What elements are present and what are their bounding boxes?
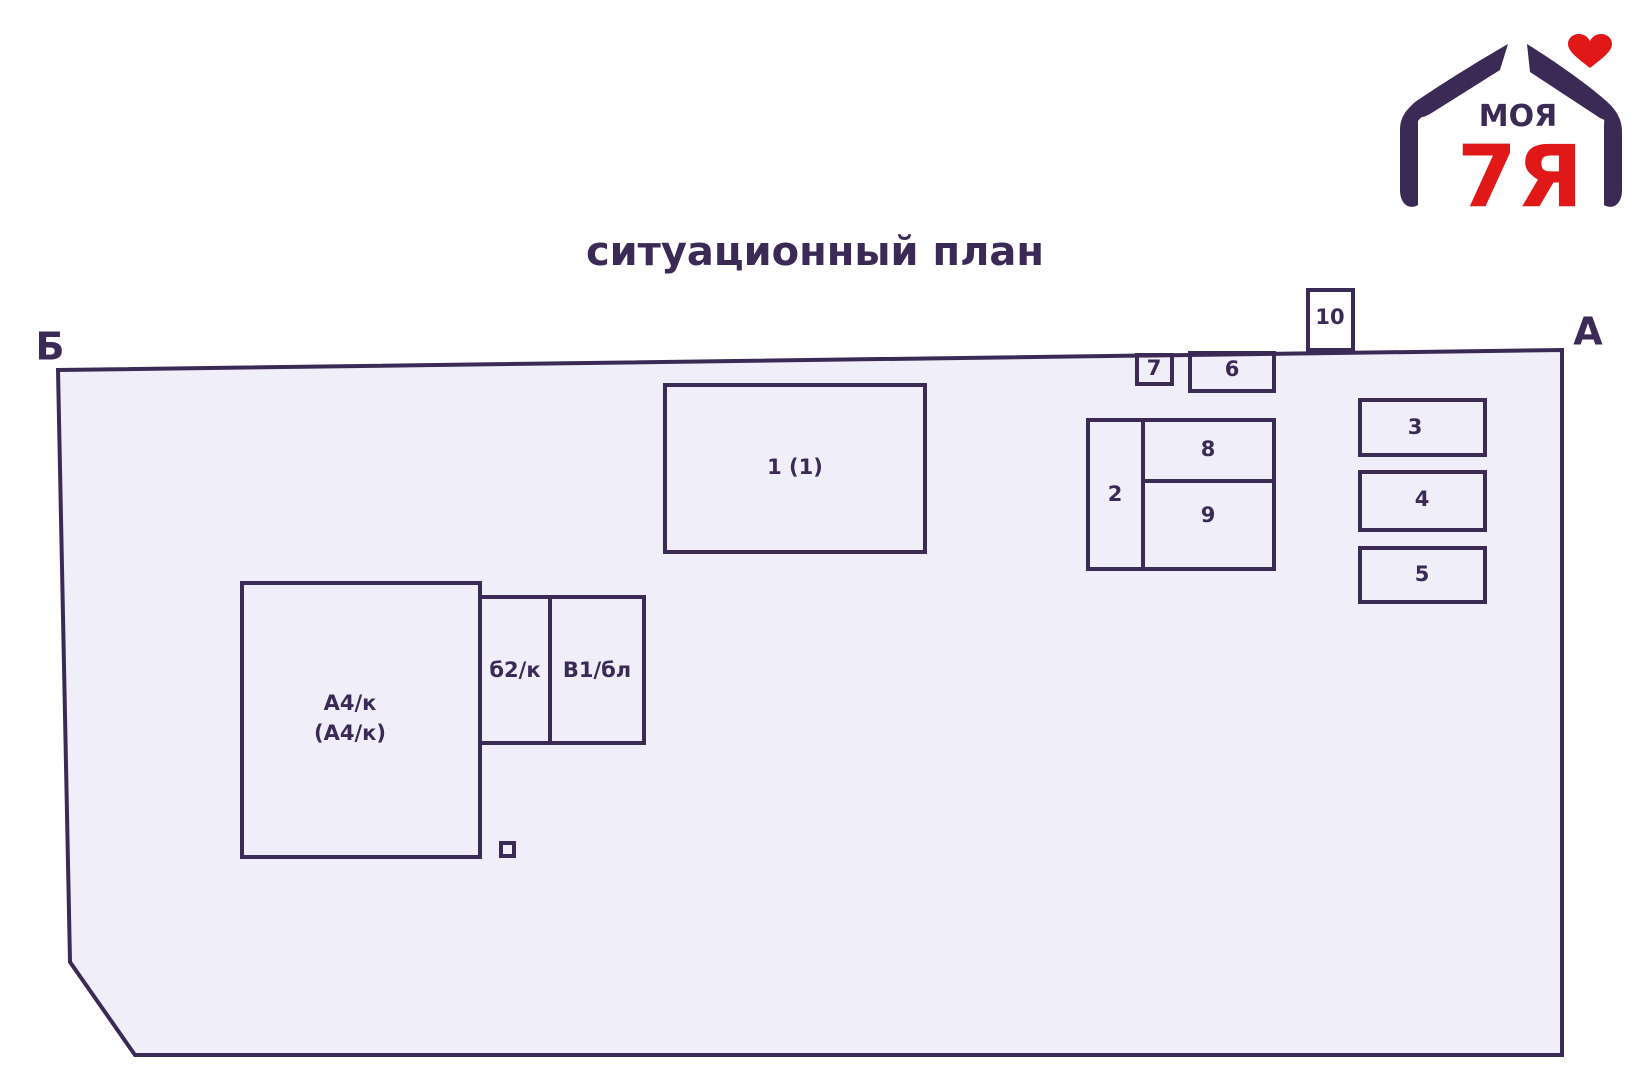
building-10: 10 (1306, 288, 1355, 352)
building-7: 7 (1135, 353, 1174, 386)
building-v1bl: В1/бл (548, 595, 646, 745)
building-6-label: 6 (1225, 357, 1240, 381)
corner-label-b: Б (36, 325, 65, 369)
building-3-label: 3 (1408, 415, 1423, 439)
plan-title: ситуационный план (586, 229, 1044, 275)
building-a4k-label-line2: (А4/к) (314, 721, 386, 745)
small-structure-marker (499, 841, 516, 858)
building-6: 6 (1188, 351, 1276, 393)
building-9: 9 (1141, 479, 1276, 571)
building-8-label: 8 (1201, 437, 1216, 461)
building-v1bl-label: В1/бл (563, 658, 631, 682)
building-5-label: 5 (1415, 562, 1430, 586)
logo: МОЯ 7Я (1400, 34, 1622, 227)
building-4: 4 (1358, 470, 1487, 532)
logo-main-text: 7Я (1457, 127, 1583, 227)
building-10-label: 10 (1315, 305, 1344, 329)
logo-top-text: МОЯ (1479, 99, 1557, 134)
corner-label-a: А (1573, 310, 1603, 354)
house-hands-icon (1400, 44, 1622, 207)
building-9-label: 9 (1201, 503, 1216, 527)
building-1-label: 1 (1) (767, 455, 823, 479)
building-4-label: 4 (1415, 487, 1430, 511)
building-a4k-label-line1: А4/к (324, 691, 377, 715)
building-b2k-label: б2/к (489, 658, 540, 682)
building-1: 1 (1) (663, 383, 927, 554)
building-7-label: 7 (1147, 356, 1162, 380)
building-2-label: 2 (1108, 482, 1123, 506)
building-5: 5 (1358, 546, 1487, 604)
building-3: 3 (1358, 398, 1487, 457)
lot-boundary (55, 347, 1564, 1057)
heart-icon (1568, 34, 1612, 68)
